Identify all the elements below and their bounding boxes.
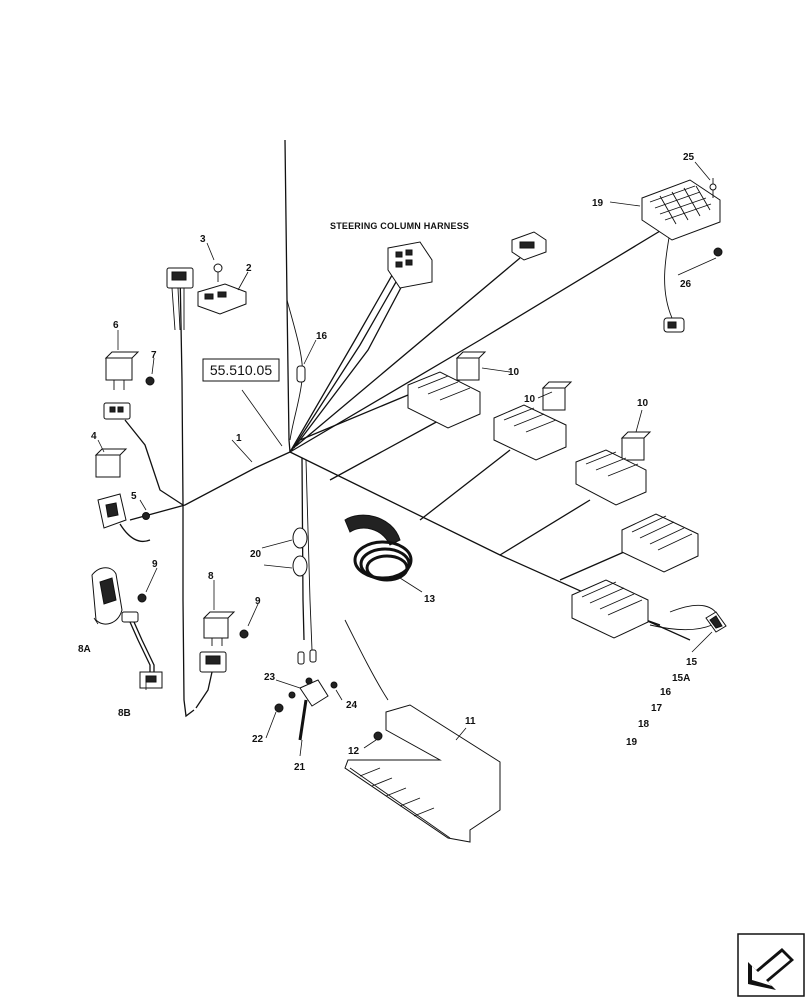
coiled-wire-13 bbox=[344, 514, 413, 582]
screw-3 bbox=[213, 263, 223, 282]
fuse-block-18 bbox=[641, 179, 721, 241]
fuse-holder-a bbox=[621, 513, 699, 573]
callout-16-fuse: 16 bbox=[316, 331, 328, 342]
callout-22: 22 bbox=[252, 734, 264, 745]
callout-23: 23 bbox=[264, 672, 276, 683]
reference-box[interactable]: 55.510.05 bbox=[202, 358, 280, 382]
connector-18-lead bbox=[663, 317, 685, 333]
callout-8A: 8A bbox=[78, 644, 91, 655]
callout-18: 18 bbox=[638, 719, 650, 730]
clip-20-lower bbox=[292, 555, 308, 577]
callout-25: 25 bbox=[683, 152, 695, 163]
callout-15A: 15A bbox=[672, 673, 690, 684]
relay-socket-c bbox=[575, 449, 647, 506]
callout-20-upper: 20 bbox=[250, 549, 262, 560]
screw-9-left bbox=[137, 593, 147, 603]
steering-column-connector bbox=[387, 241, 433, 289]
callout-19-block: 19 bbox=[592, 198, 604, 209]
callout-26: 26 bbox=[680, 279, 692, 290]
callout-8B: 8B bbox=[118, 708, 131, 719]
callout-12: 12 bbox=[348, 746, 360, 757]
relay-8 bbox=[202, 611, 236, 646]
screw-22 bbox=[274, 703, 284, 713]
callout-21: 21 bbox=[294, 762, 306, 773]
relay-10-c bbox=[620, 431, 652, 461]
relay-10-b bbox=[541, 381, 573, 411]
callout-16: 16 bbox=[660, 687, 672, 698]
clip-20-upper bbox=[292, 527, 308, 549]
relay-6 bbox=[104, 351, 140, 390]
fuse-15 bbox=[705, 611, 727, 633]
connector-4-plug bbox=[103, 402, 131, 420]
callout-10-c: 10 bbox=[637, 398, 649, 409]
relay-10-a bbox=[455, 351, 487, 381]
callout-4: 4 bbox=[91, 431, 97, 442]
screw-12 bbox=[373, 731, 383, 741]
screw-7 bbox=[145, 376, 155, 386]
callout-8: 8 bbox=[208, 571, 214, 582]
relay-socket-a bbox=[407, 371, 481, 429]
relay-socket-b bbox=[493, 404, 567, 461]
inline-fuse-16 bbox=[296, 365, 306, 383]
screw-25 bbox=[709, 178, 717, 198]
callout-7: 7 bbox=[151, 350, 157, 361]
callout-24: 24 bbox=[346, 700, 358, 711]
callout-11: 11 bbox=[465, 716, 476, 727]
nut-26 bbox=[713, 247, 723, 257]
relay-4 bbox=[94, 448, 128, 478]
fuse-holder-b bbox=[571, 579, 649, 639]
callout-2: 2 bbox=[246, 263, 252, 274]
arrow-icon[interactable] bbox=[737, 933, 805, 997]
callout-1: 1 bbox=[236, 433, 242, 444]
callout-9-left: 9 bbox=[152, 559, 158, 570]
parts bbox=[91, 178, 727, 843]
steering-column-harness-caption: STEERING COLUMN HARNESS bbox=[330, 221, 469, 231]
harness-wires bbox=[124, 139, 721, 718]
connector-3-housing bbox=[166, 267, 194, 331]
part-2-bracket bbox=[197, 283, 247, 315]
callout-15: 15 bbox=[686, 657, 698, 668]
callout-19: 19 bbox=[626, 737, 638, 748]
nut-24 bbox=[330, 681, 338, 689]
connector-8-socket bbox=[195, 651, 227, 709]
part-8A-cover bbox=[91, 567, 123, 625]
callout-3: 3 bbox=[200, 234, 206, 245]
screw-5 bbox=[142, 512, 150, 520]
plug-connector bbox=[511, 231, 547, 261]
callout-labels: 3 2 6 7 4 5 9 8 9 8A 8B 1 16 10 10 10 19… bbox=[78, 152, 698, 773]
callout-13: 13 bbox=[424, 594, 436, 605]
callout-5: 5 bbox=[131, 491, 137, 502]
callout-10-a: 10 bbox=[508, 367, 520, 378]
callout-17: 17 bbox=[651, 703, 663, 714]
panel-11 bbox=[344, 704, 501, 843]
washer-23 bbox=[288, 691, 296, 699]
callout-9-right: 9 bbox=[255, 596, 261, 607]
socket-5 bbox=[97, 493, 151, 543]
part-8B-cable bbox=[121, 611, 163, 689]
callout-6: 6 bbox=[113, 320, 119, 331]
terminals-21 bbox=[297, 649, 317, 665]
switch-21 bbox=[298, 677, 329, 741]
reference-box-label: 55.510.05 bbox=[210, 362, 272, 378]
leader-lines bbox=[93, 161, 717, 757]
screw-9-right bbox=[239, 629, 249, 639]
callout-10-b: 10 bbox=[524, 394, 536, 405]
